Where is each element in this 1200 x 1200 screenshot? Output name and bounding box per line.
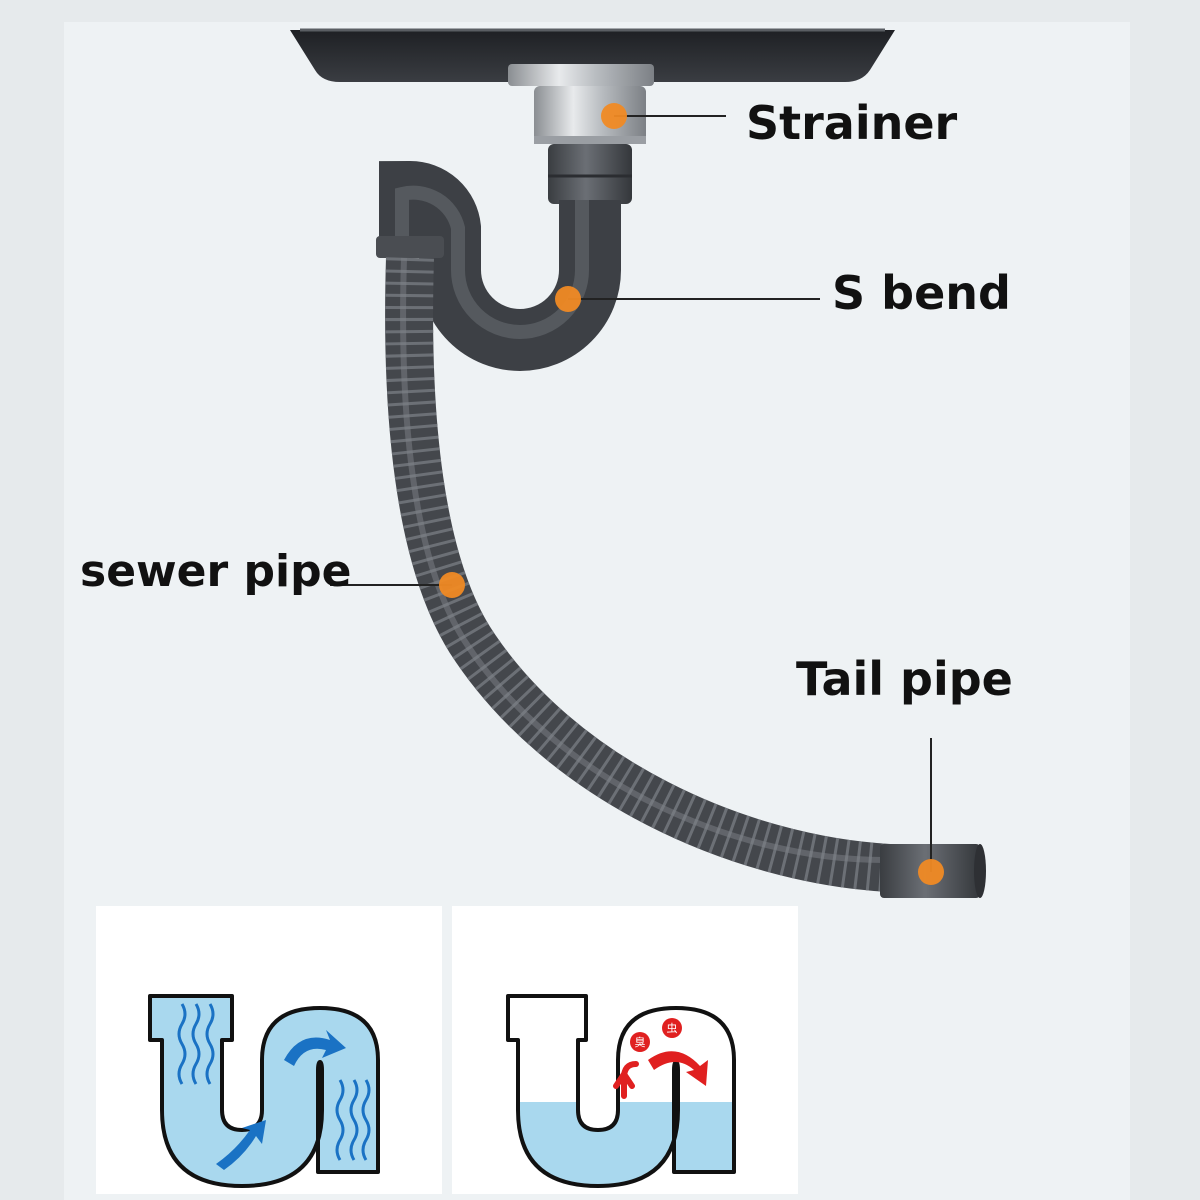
sewer-pipe-marker	[439, 572, 465, 598]
s-bend-marker	[555, 286, 581, 312]
drain-flow-arrow-icon	[216, 1030, 346, 1170]
odor-char: 臭	[635, 1035, 646, 1049]
coupling-nut	[548, 144, 632, 204]
inset-seal-panel: 臭 虫	[452, 906, 798, 1194]
strainer-label: Strainer	[746, 96, 958, 150]
flow-wavy-lines	[177, 1003, 371, 1161]
tail-pipe-marker	[918, 859, 944, 885]
s-bend-label: S bend	[832, 266, 1011, 320]
tail-pipe-label: Tail pipe	[796, 652, 1013, 706]
markers	[439, 103, 944, 885]
insect-badge	[662, 1018, 682, 1038]
odor-badge	[630, 1032, 650, 1052]
seal-trap-outline	[506, 994, 736, 1188]
strainer-marker	[601, 103, 627, 129]
inset-flow-panel	[96, 906, 442, 1194]
insect-char: 虫	[667, 1022, 678, 1035]
sewer-pipe-label: sewer pipe	[80, 546, 352, 597]
odor-up-arrow-icon	[613, 1061, 639, 1099]
s-bend-outlet-collar	[376, 236, 444, 258]
insect-return-arrow-icon	[648, 1051, 708, 1086]
sink-basin	[290, 30, 895, 82]
sewer-pipe	[385, 257, 892, 892]
